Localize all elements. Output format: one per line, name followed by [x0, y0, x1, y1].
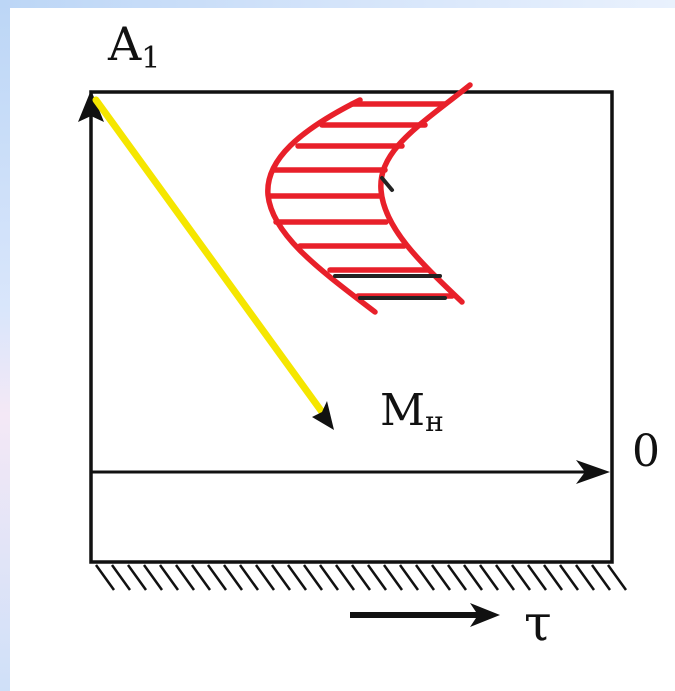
hatch-line — [446, 564, 468, 591]
hatch-line — [478, 564, 500, 591]
hatch-line — [318, 564, 340, 591]
hatch-line — [126, 564, 148, 591]
hatch-line — [270, 564, 292, 591]
label-zero: 0 — [632, 426, 660, 477]
left-border-gradient — [0, 0, 10, 691]
hatch-line — [382, 564, 404, 591]
hatch-line — [590, 564, 612, 591]
horizontal-axis-arrowhead — [576, 460, 610, 484]
yellow-diagonal-arrow — [92, 96, 334, 430]
ground-hatching — [91, 560, 628, 591]
hatch-line — [542, 564, 564, 591]
hatch-line — [334, 564, 356, 591]
top-border-gradient — [0, 0, 675, 8]
hatch-line — [430, 564, 452, 591]
vertical-axis-arrowhead — [78, 90, 104, 122]
hatch-line — [414, 564, 436, 591]
hatch-line — [350, 564, 372, 591]
hatch-line — [606, 564, 628, 591]
hatch-line — [238, 564, 260, 591]
hatch-line — [558, 564, 580, 591]
hatch-line — [206, 564, 228, 591]
label-m-main: M — [380, 385, 425, 436]
hatch-line — [510, 564, 532, 591]
hatch-line — [286, 564, 308, 591]
hatch-line — [174, 564, 196, 591]
hatch-line — [398, 564, 420, 591]
tau-arrow — [350, 603, 500, 627]
hatch-line — [494, 564, 516, 591]
hatch-line — [190, 564, 212, 591]
hatch-line — [110, 564, 132, 591]
label-tau: τ — [524, 594, 552, 652]
label-a1: A1 — [107, 17, 160, 76]
label-a1-sub: 1 — [141, 41, 160, 76]
hatch-line — [222, 564, 244, 591]
hatch-line — [366, 564, 388, 591]
hatch-line — [94, 564, 116, 591]
hatch-line — [254, 564, 276, 591]
hatch-line — [302, 564, 324, 591]
hatch-line — [574, 564, 596, 591]
hatch-line — [158, 564, 180, 591]
label-m-sub: н — [425, 405, 444, 438]
label-m: Mн — [380, 385, 444, 438]
hatch-line — [142, 564, 164, 591]
label-a1-main: A — [107, 17, 142, 71]
hatch-line — [462, 564, 484, 591]
body-rectangle — [89, 90, 614, 564]
profile-shadow — [333, 176, 447, 300]
hatch-line — [526, 564, 548, 591]
